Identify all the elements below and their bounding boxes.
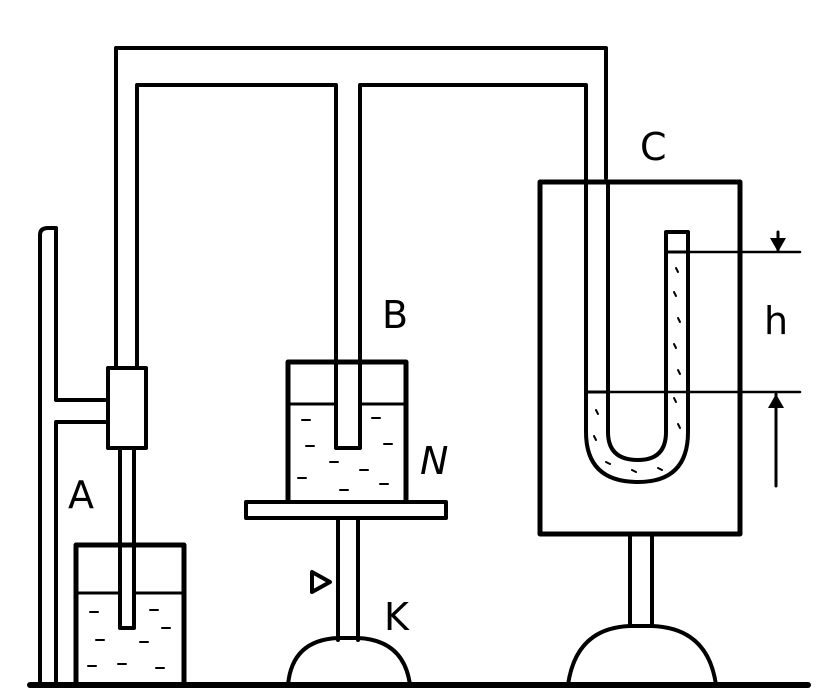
beaker-a	[73, 542, 187, 688]
label-n: N	[420, 439, 448, 483]
tube-outer-top	[114, 46, 608, 370]
beaker-a-water-marks	[87, 609, 171, 669]
tube-into-beaker-a	[118, 446, 136, 630]
stand-k-rod	[336, 516, 360, 642]
stand-k-knob	[310, 570, 332, 594]
stand-k-base	[286, 636, 412, 687]
container-c	[537, 179, 743, 537]
pedestal-c-base	[566, 624, 718, 687]
stand-rod	[38, 226, 110, 687]
h-top-arrow-head	[770, 238, 786, 252]
tube-inner-top	[135, 83, 588, 450]
stand-rod-inner	[54, 420, 110, 687]
label-k: K	[384, 595, 410, 639]
u-tube-liquid-marks	[593, 267, 681, 473]
clamp-block	[106, 366, 148, 450]
platform	[244, 500, 448, 520]
pedestal-c-rod	[628, 532, 654, 628]
beaker-b	[285, 359, 409, 503]
h-bottom-arrow-head	[768, 394, 784, 408]
label-c: C	[640, 125, 667, 169]
label-h: h	[764, 299, 788, 343]
beaker-b-water-marks	[297, 417, 393, 491]
u-tube	[584, 180, 690, 484]
label-a: A	[68, 473, 94, 517]
label-b: B	[382, 293, 408, 337]
